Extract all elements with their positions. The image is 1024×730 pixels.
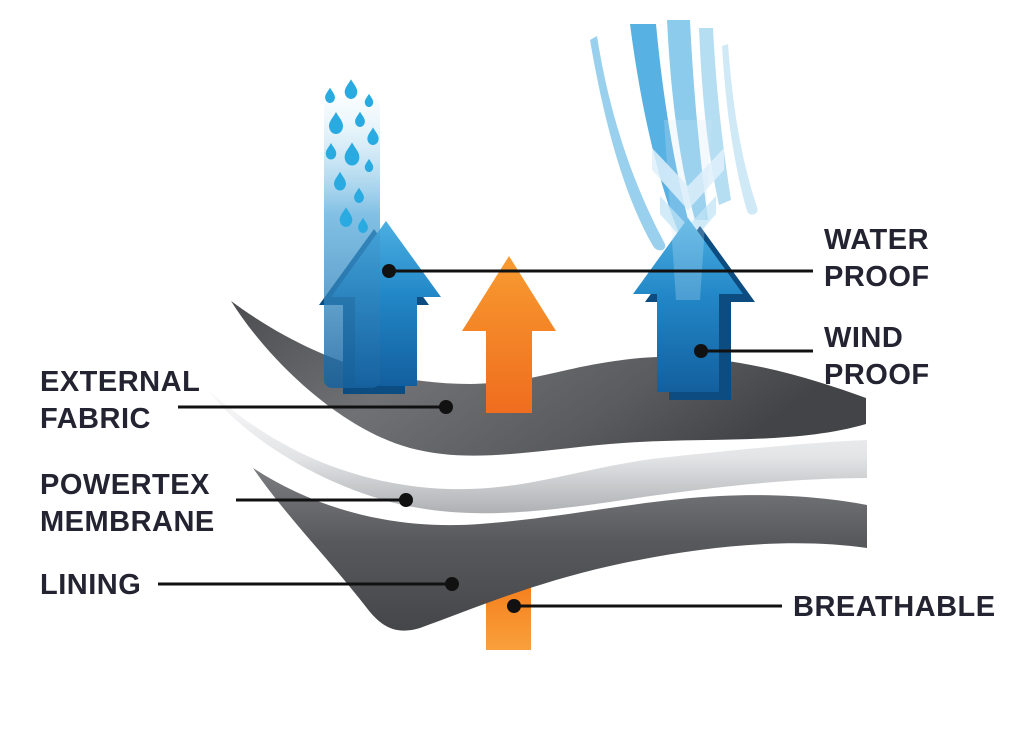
water-proof-label-line1: WATER xyxy=(824,224,929,256)
external-fabric-layer xyxy=(231,301,866,456)
external-fabric-connector-dot xyxy=(439,400,453,414)
water-proof-label-line2: PROOF xyxy=(824,261,930,293)
water-drop-icon xyxy=(344,79,358,99)
wind-streaks xyxy=(590,20,758,251)
breathable-connector-dot xyxy=(507,599,521,613)
lining-connector-dot xyxy=(445,577,459,591)
lining-label: LINING xyxy=(40,569,141,601)
powertex-membrane-label-line2: MEMBRANE xyxy=(40,506,215,538)
wind-proof-label-line2: PROOF xyxy=(824,359,930,391)
connectors xyxy=(158,264,813,613)
labels: WATER PROOF WIND PROOF EXTERNAL FABRIC P… xyxy=(40,224,996,623)
breathable-label: BREATHABLE xyxy=(793,591,996,623)
waterproof-connector-dot xyxy=(382,264,396,278)
powertex-connector-dot xyxy=(399,493,413,507)
windproof-connector-dot xyxy=(694,344,708,358)
powertex-membrane-label-line1: POWERTEX xyxy=(40,469,210,501)
external-fabric-label-line2: FABRIC xyxy=(40,403,151,435)
wind-proof-label-line1: WIND xyxy=(824,322,903,354)
external-fabric-label-line1: EXTERNAL xyxy=(40,366,200,398)
water-drop-icon xyxy=(364,93,374,107)
breathable-up-arrow xyxy=(462,256,556,413)
water-drop-icon xyxy=(325,87,335,103)
lining-layer xyxy=(253,468,867,631)
powertex-membrane-layer xyxy=(207,389,867,514)
